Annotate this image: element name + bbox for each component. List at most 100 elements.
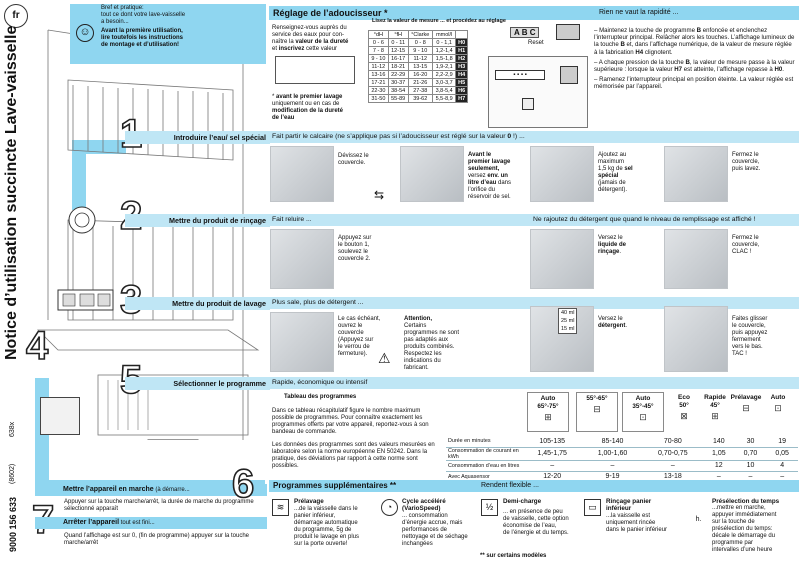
step-3-label: Mettre du produit de lavage (125, 297, 270, 310)
step-1-band: Fait partir le calcaire (ne s’applique p… (269, 131, 799, 143)
program-card[interactable]: 55°-65°⊟ (576, 392, 618, 432)
dose-marks: 40 ml 25 ml 15 ml (558, 308, 578, 334)
softener-left-text: Renseignez-vous auprès du service des ea… (272, 25, 349, 52)
step-7-label: Arrêter l’appareil tout est fini... (35, 517, 267, 529)
program-key-b[interactable] (522, 98, 534, 110)
lang-badge: fr (4, 4, 28, 28)
photo-close-cap (664, 146, 728, 202)
machine-icon (40, 397, 80, 435)
program-icon: ⊞ (711, 411, 719, 421)
attention-icon: ⚠ (378, 350, 391, 366)
prewash-title: Prélavage (294, 498, 324, 505)
step-5-label: Sélectionner le programme (125, 377, 270, 390)
softener-title: Réglage de l’adoucisseur * (273, 8, 388, 18)
photo-pour-rinse (530, 229, 594, 289)
photo-open-detergent (270, 312, 334, 372)
reset-button[interactable] (556, 24, 580, 40)
program-icon: ⊡ (639, 412, 647, 422)
softener-step: – Maintenez la touche de programme B enf… (594, 27, 795, 56)
hardness-input-box[interactable] (275, 56, 355, 84)
softener-step: – Ramenez l’interrupteur principal en po… (594, 76, 794, 91)
step-7-text: Quand l’affichage est sur 0, (fin de pro… (64, 533, 249, 546)
display-window: ▪ ▪ ▪ ▪ (495, 70, 545, 80)
reset-label: Reset (528, 40, 544, 46)
keys-label: A B C (510, 27, 540, 38)
program-table-note: Les données des programmes sont des vale… (272, 442, 435, 469)
side-model: 638x (9, 421, 16, 437)
softener-subtitle: Rien ne vaut la rapidité ... (599, 9, 679, 16)
step-6-number: 6 (231, 462, 255, 506)
program-icon: ⊟ (742, 403, 750, 413)
step-4-number: 4 (25, 324, 49, 368)
intro-box (70, 4, 266, 64)
softener-note: * avant le premier lavage uniquement ou … (272, 94, 344, 121)
read-label: Lisez la valeur de mesure ... et procéde… (372, 18, 506, 24)
main-switch-icon[interactable] (560, 66, 578, 84)
step-5-band: Rapide, économique ou intensif (269, 377, 799, 389)
side-code: 9000 156 633 (8, 496, 18, 552)
flow-path (72, 140, 86, 210)
dose-mark: 25 ml (561, 318, 575, 324)
photo-pour-water (400, 146, 464, 202)
side-title: Notice d’utilisation succincte Lave-vais… (3, 25, 20, 360)
dose-mark: 15 ml (561, 326, 575, 332)
supplementary-footnote: ** sur certains modèles (480, 553, 547, 559)
side-code2: (8602) (9, 463, 16, 484)
half-load-icon: ½ (481, 499, 498, 516)
variospeed-title: Cycle accéléré(VarioSpeed) (402, 498, 446, 512)
timer-text: ...mettre en marche,appuyer immédiatemen… (712, 505, 777, 553)
prewash-icon: ≋ (272, 499, 289, 516)
step-2-label: Mettre du produit de rinçage (125, 214, 270, 227)
program-icon: ⊡ (774, 403, 782, 413)
photo-add-salt (530, 146, 594, 202)
dose-mark: 40 ml (561, 310, 575, 316)
program-icon: ⊟ (593, 404, 601, 414)
step-2-band: Fait reluire ... Ne rajoutez du détergen… (269, 214, 799, 226)
step-6-header: Programmes supplémentaires ** Rendent fl… (269, 480, 799, 492)
program-card[interactable]: Prélavage⊟ (730, 392, 762, 432)
photo-open-rinse (270, 229, 334, 289)
photo-pour-detergent (530, 306, 594, 372)
softener-step: – A chaque pression de la touche B, la v… (594, 58, 795, 74)
variospeed-icon: ◔ (381, 499, 398, 516)
program-table-title: Tableau des programmes (284, 394, 357, 400)
program-table-intro: Dans ce tableau récapitulatif figure le … (272, 408, 429, 435)
swap-arrows-icon: ⇆ (374, 188, 385, 202)
timer-icon: h. (690, 512, 707, 529)
photo-close-rinse (664, 229, 728, 289)
program-icon: ⊞ (544, 412, 552, 422)
softener-header: Réglage de l’adoucisseur * Rien ne vaut … (269, 6, 799, 20)
smiley-icon: ☺ (76, 24, 94, 42)
photo-unscrew-cap (270, 146, 334, 202)
step-4-label: Mettre l’appareil en marche (à démarre..… (35, 484, 267, 496)
half-load-title: Demi-charge (503, 498, 542, 505)
program-card[interactable]: Auto⊡ (762, 392, 794, 432)
program-icon: ⊠ (680, 411, 688, 421)
